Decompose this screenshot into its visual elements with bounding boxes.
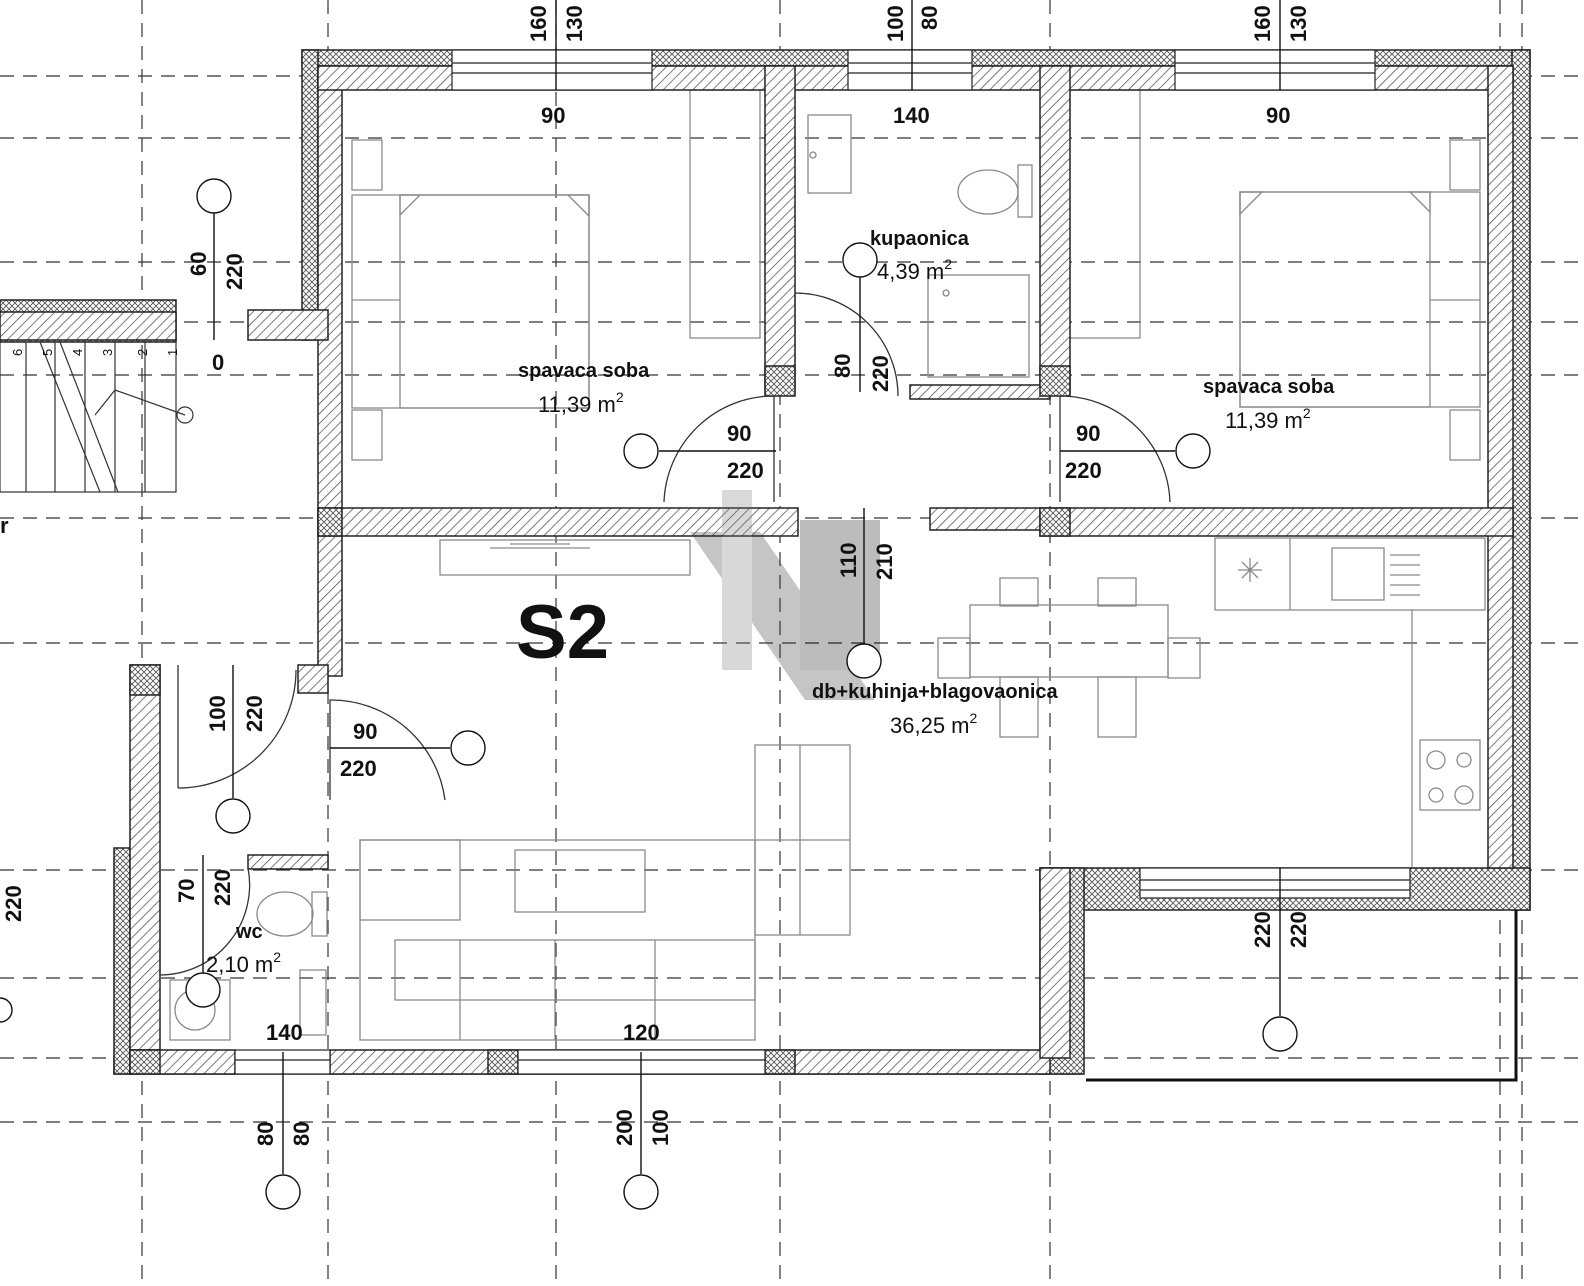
room-living-name: db+kuhinja+blagovaonica: [812, 681, 1058, 703]
corridor-opening-c: 0: [212, 350, 224, 375]
top-mid-window-a: 100: [883, 5, 908, 42]
top-right-window-b: 130: [1286, 5, 1311, 42]
dimension-markers: [0, 0, 1298, 1210]
watermark-logo: [690, 490, 880, 700]
top-left-window-a: 160: [526, 5, 551, 42]
room-wc: wc 2,10 m2: [206, 921, 281, 977]
room-bathroom-area: 4,39 m2: [877, 256, 952, 284]
top-left-window-b: 130: [562, 5, 587, 42]
stair-step-3: 3: [100, 349, 115, 356]
room-bathroom: kupaonica 4,39 m2: [870, 228, 970, 284]
stair-left-label: r: [0, 513, 9, 538]
passage-height: 210: [872, 543, 897, 580]
wc-door-width: 70: [174, 879, 199, 903]
living-window-b: 100: [648, 1109, 673, 1146]
room-bedroom-2-area: 11,39 m2: [1225, 405, 1311, 433]
entry-door-width: 90: [353, 719, 377, 744]
entry-opening-width: 100: [205, 695, 230, 732]
bed2-door-width: 90: [1076, 421, 1100, 446]
room-bedroom-1-name: spavaca soba: [518, 360, 650, 382]
room-wc-name: wc: [235, 921, 263, 943]
stair-step-2: 2: [135, 349, 150, 356]
stair-step-5: 5: [40, 349, 55, 356]
stair-step-numbers: 6 5 4 3 2 1: [10, 349, 180, 356]
bed1-door-height: 220: [727, 458, 764, 483]
top-mid-window-width: 140: [893, 103, 930, 128]
stair-step-1: 1: [165, 349, 180, 356]
unit-label: S2: [516, 590, 609, 675]
top-left-window-width: 90: [541, 103, 565, 128]
room-labels: spavaca soba 11,39 m2 kupaonica 4,39 m2 …: [206, 228, 1335, 977]
living-window-width: 120: [623, 1020, 660, 1045]
bath-door-width: 80: [830, 354, 855, 378]
left-edge-dimension: 220: [1, 885, 26, 922]
balcony-outline: [1086, 910, 1518, 1082]
top-right-window-width: 90: [1266, 103, 1290, 128]
opening-dims: 60 220 0 80 220 90 220 90 220 110 210 10…: [1, 252, 1311, 1146]
wc-window-a: 80: [253, 1122, 278, 1146]
windows: [234, 49, 1411, 1075]
room-living-area: 36,25 m2: [890, 710, 978, 738]
room-bedroom-2-name: spavaca soba: [1203, 376, 1335, 398]
door-swings: [159, 292, 1171, 976]
wc-door-height: 220: [210, 869, 235, 906]
passage-width: 110: [836, 543, 861, 579]
bed1-door-width: 90: [727, 421, 751, 446]
balcony-door-b: 220: [1286, 911, 1311, 948]
entry-opening-height: 220: [242, 695, 267, 732]
bath-door-height: 220: [868, 355, 893, 392]
room-bedroom-1-area: 11,39 m2: [538, 389, 624, 417]
wc-window-b: 80: [289, 1122, 314, 1146]
walls: [0, 49, 1531, 1075]
bed2-door-height: 220: [1065, 458, 1102, 483]
room-bedroom-1: spavaca soba 11,39 m2: [518, 360, 650, 417]
stair-step-4: 4: [70, 349, 85, 356]
top-window-dims: 90 160 130 140 100 80 90 160 130: [526, 5, 1311, 128]
room-living-kitchen-dining: db+kuhinja+blagovaonica 36,25 m2: [812, 681, 1058, 738]
top-mid-window-b: 80: [917, 6, 942, 30]
room-bathroom-name: kupaonica: [870, 228, 970, 250]
corridor-opening-a: 60: [186, 252, 211, 276]
balcony-door-a: 220: [1250, 911, 1275, 948]
furniture: [169, 89, 1486, 1041]
stair-step-6: 6: [10, 349, 25, 356]
stair: [0, 341, 194, 493]
living-window-a: 200: [612, 1109, 637, 1146]
room-bedroom-2: spavaca soba 11,39 m2: [1203, 376, 1335, 433]
corridor-opening-b: 220: [222, 253, 247, 290]
top-right-window-a: 160: [1250, 5, 1275, 42]
entry-door-height: 220: [340, 756, 377, 781]
wc-window-width: 140: [266, 1020, 303, 1045]
room-wc-area: 2,10 m2: [206, 949, 281, 977]
